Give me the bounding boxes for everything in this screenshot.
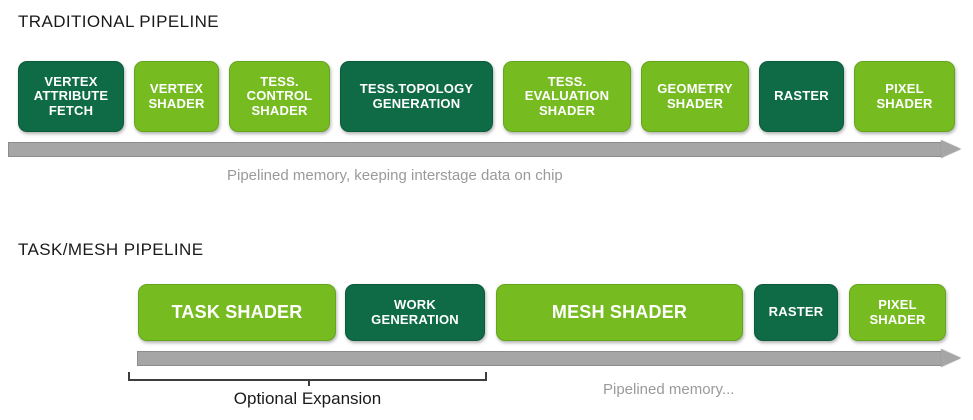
stage-box-geometry-shader[interactable]: GEOMETRY SHADER — [641, 61, 749, 132]
arrow-head-icon — [941, 349, 961, 367]
arrow-head-icon — [941, 140, 961, 158]
stage-box-tess-topology-generation[interactable]: TESS.TOPOLOGY GENERATION — [340, 61, 493, 132]
stage-label: TASK SHADER — [171, 302, 303, 323]
stage-box-mesh-shader[interactable]: MESH SHADER — [496, 284, 743, 341]
stage-label: TESS. CONTROL SHADER — [246, 73, 313, 118]
traditional-pipeline-flow-arrow — [8, 140, 961, 159]
stage-label: RASTER — [768, 304, 824, 320]
stage-label: PIXEL SHADER — [869, 296, 926, 327]
stage-box-work-generation[interactable]: WORK GENERATION — [345, 284, 485, 341]
stage-box-task-shader[interactable]: TASK SHADER — [138, 284, 336, 341]
taskmesh-pipeline-caption: Pipelined memory... — [603, 381, 735, 398]
optional-expansion-bracket — [128, 372, 487, 386]
bracket-tick — [307, 379, 310, 386]
stage-box-vertex-shader[interactable]: VERTEX SHADER — [134, 61, 219, 132]
stage-label: RASTER — [774, 88, 829, 104]
stage-box-raster[interactable]: RASTER — [754, 284, 838, 341]
stage-label: TESS.TOPOLOGY GENERATION — [359, 80, 474, 111]
taskmesh-pipeline-flow-arrow — [137, 349, 961, 368]
stage-box-pixel-shader[interactable]: PIXEL SHADER — [849, 284, 946, 341]
arrow-shaft — [137, 351, 941, 366]
optional-expansion-label: Optional Expansion — [233, 389, 382, 408]
stage-label: VERTEX ATTRIBUTE FETCH — [33, 73, 109, 118]
stage-label: PIXEL SHADER — [876, 80, 933, 111]
stage-label: TESS. EVALUATION SHADER — [524, 73, 610, 118]
stage-label: VERTEX SHADER — [148, 80, 205, 111]
stage-box-tess-evaluation-shader[interactable]: TESS. EVALUATION SHADER — [503, 61, 631, 132]
stage-label: WORK GENERATION — [371, 296, 459, 327]
stage-label: MESH SHADER — [551, 302, 688, 323]
traditional-pipeline-caption: Pipelined memory, keeping interstage dat… — [227, 167, 563, 184]
arrow-shaft — [8, 142, 941, 157]
stage-box-tess-control-shader[interactable]: TESS. CONTROL SHADER — [229, 61, 330, 132]
traditional-pipeline-title: TRADITIONAL PIPELINE — [18, 12, 220, 31]
stage-box-raster[interactable]: RASTER — [759, 61, 844, 132]
stage-box-pixel-shader[interactable]: PIXEL SHADER — [854, 61, 955, 132]
taskmesh-pipeline-title: TASK/MESH PIPELINE — [18, 240, 204, 259]
stage-label: GEOMETRY SHADER — [657, 80, 733, 111]
stage-box-vertex-attribute-fetch[interactable]: VERTEX ATTRIBUTE FETCH — [18, 61, 124, 132]
